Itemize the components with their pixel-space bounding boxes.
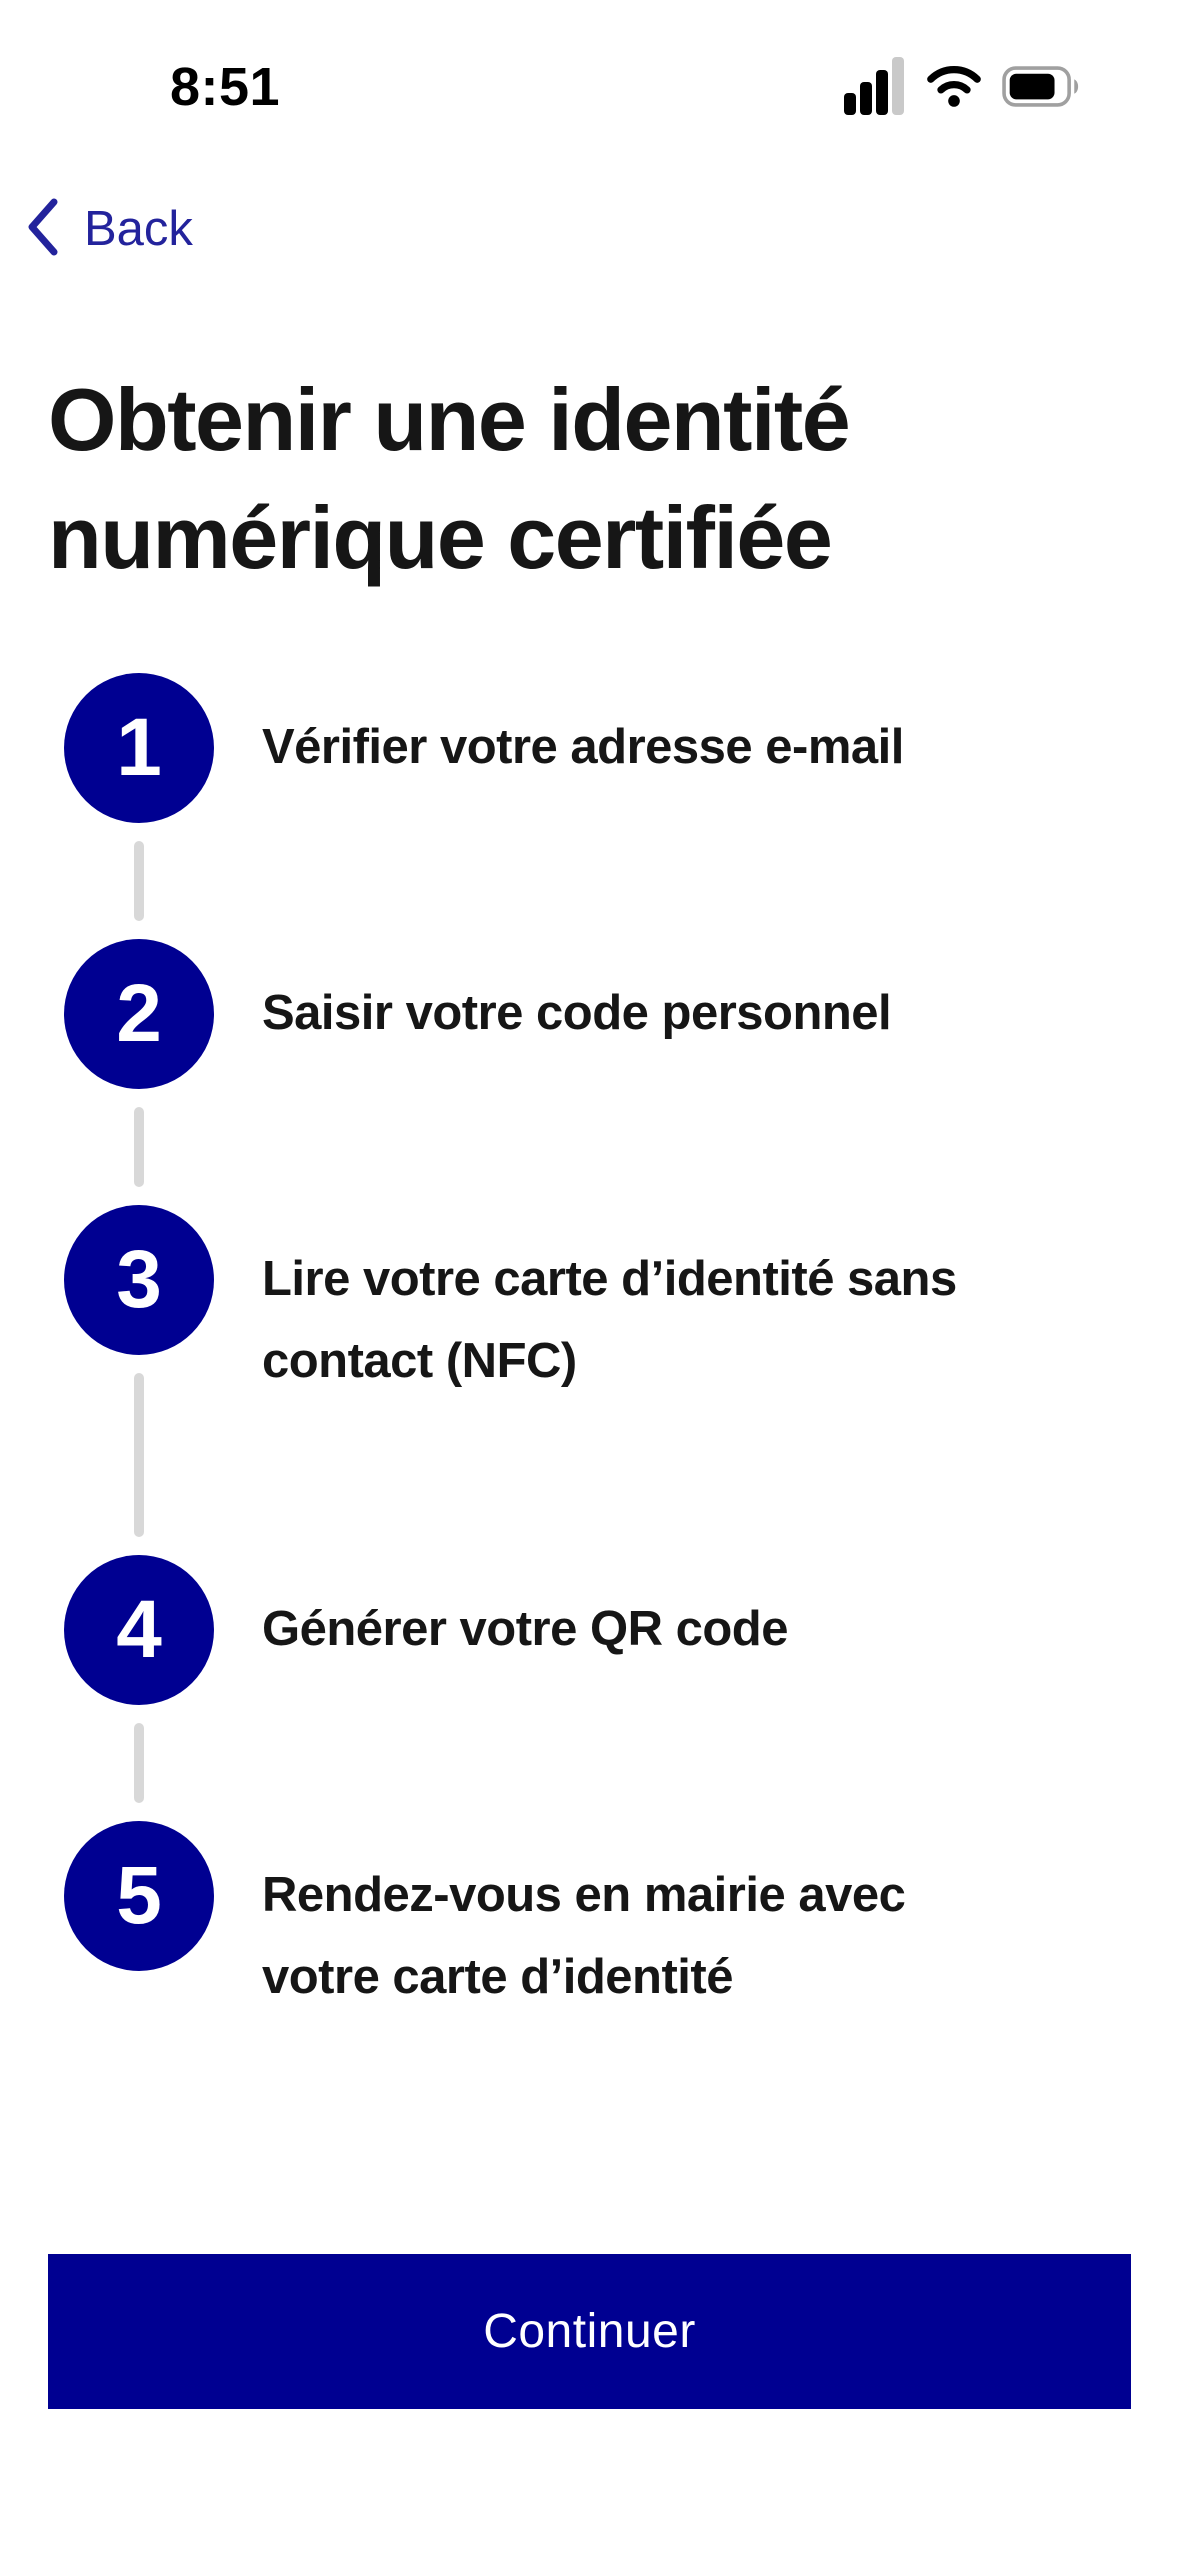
step-item: 1 Vérifier votre adresse e-mail [64,673,1179,939]
status-bar: 8:51 [0,0,1179,130]
connector-line [134,1723,144,1803]
page-title: Obtenir une identité numérique certifiée [48,370,851,587]
step-label: Saisir votre code personnel [262,986,892,1040]
step-rail: 2 [64,939,214,1205]
connector-line [134,1107,144,1187]
step-item: 5 Rendez-vous en mairie avec votre carte… [64,1821,1179,2018]
step-number: 3 [116,1234,162,1325]
step-number-badge: 3 [64,1205,214,1355]
step-label: Générer votre QR code [262,1602,788,1656]
back-button[interactable]: Back [24,196,193,261]
step-rail: 3 [64,1205,214,1555]
cellular-signal-icon [844,57,906,115]
wifi-icon [925,64,983,108]
battery-icon [1002,65,1084,107]
continue-button[interactable]: Continuer [48,2254,1131,2409]
step-item: 4 Générer votre QR code [64,1555,1179,1821]
steps-list: 1 Vérifier votre adresse e-mail 2 Saisir… [64,673,1179,2018]
step-number: 1 [116,702,162,793]
step-number-badge: 5 [64,1821,214,1971]
status-icons [844,56,1084,116]
step-number-badge: 2 [64,939,214,1089]
step-item: 3 Lire votre carte d’identité sans conta… [64,1205,1179,1555]
status-time: 8:51 [169,57,281,117]
step-number: 4 [116,1584,162,1675]
step-number: 5 [116,1850,162,1941]
step-rail: 1 [64,673,214,939]
connector-line [134,1373,144,1537]
continue-label: Continuer [483,2305,696,2358]
step-rail: 5 [64,1821,214,2018]
step-label: Rendez-vous en mairie avec votre carte d… [262,1868,906,2004]
step-item: 2 Saisir votre code personnel [64,939,1179,1205]
chevron-left-icon [24,196,60,261]
step-label: Vérifier votre adresse e-mail [262,720,904,774]
step-rail: 4 [64,1555,214,1821]
back-label: Back [84,201,193,256]
step-number: 2 [116,968,162,1059]
step-label: Lire votre carte d’identité sans contact… [262,1252,957,1388]
connector-line [134,841,144,921]
step-number-badge: 4 [64,1555,214,1705]
step-number-badge: 1 [64,673,214,823]
